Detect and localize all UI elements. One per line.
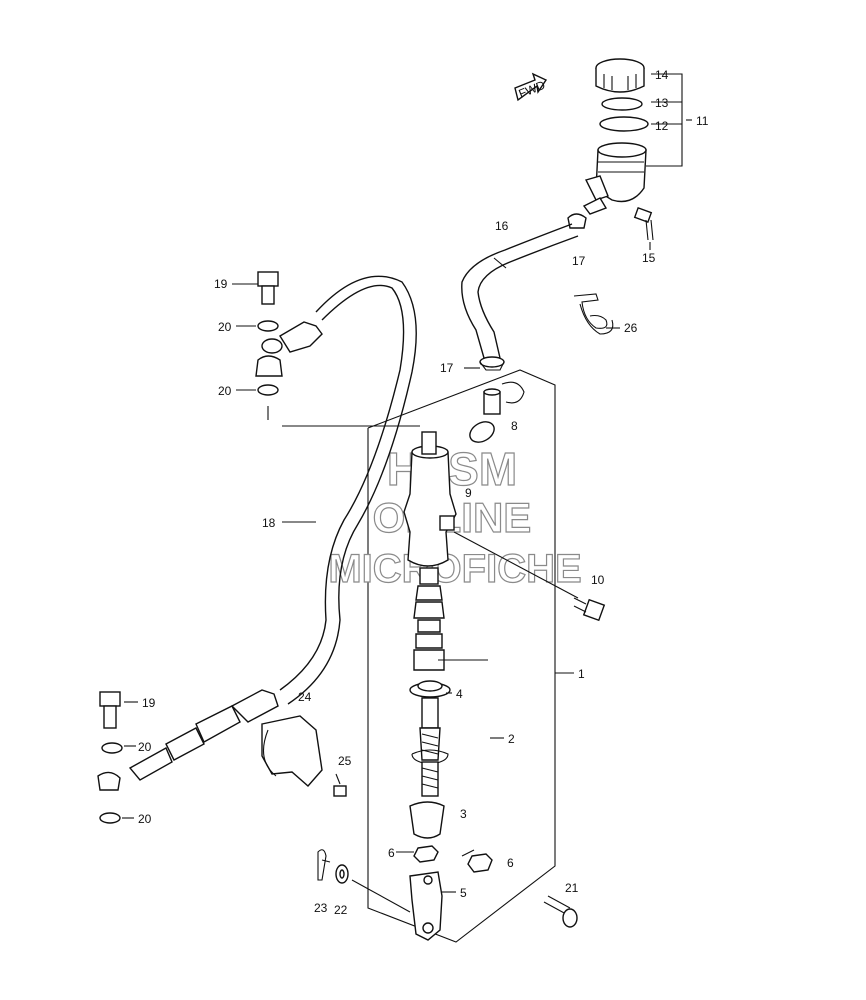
callout-16: 16 — [495, 219, 509, 233]
callout-13: 13 — [655, 96, 669, 110]
callout-20-c: 20 — [138, 740, 152, 754]
circlip — [501, 381, 525, 404]
callout-21: 21 — [565, 881, 579, 895]
banjo-fitting-upper — [255, 355, 283, 377]
pivot-bolt — [543, 895, 578, 928]
watermark-line3: MICROFICHE — [328, 547, 581, 591]
callout-25: 25 — [338, 754, 352, 768]
callout-23: 23 — [314, 901, 328, 915]
hose-clip — [573, 293, 614, 335]
threaded-rod — [421, 761, 439, 797]
reservoir-connector — [483, 388, 501, 415]
banjo-fitting-lower — [97, 771, 121, 791]
callout-11: 11 — [696, 114, 709, 128]
callout-6-right: 6 — [507, 856, 514, 870]
callout-20-b: 20 — [218, 384, 232, 398]
fwd-badge-label: FWD — [517, 78, 548, 101]
callout-20-a: 20 — [218, 320, 232, 334]
reservoir-plate — [601, 97, 643, 111]
brake-hose — [128, 275, 417, 781]
reservoir-body — [582, 142, 647, 215]
fwd-arrow-icon: FWD — [514, 72, 548, 102]
callout-19-upper: 19 — [214, 277, 228, 291]
watermark-line1: HLSM — [387, 443, 517, 495]
washer-lower-2 — [99, 812, 121, 824]
callout-12: 12 — [655, 119, 669, 133]
callout-18: 18 — [262, 516, 276, 530]
hose-guide — [261, 715, 323, 787]
cup-washer — [409, 680, 451, 698]
callout-20-d: 20 — [138, 812, 152, 826]
master-cylinder-body — [403, 431, 457, 567]
callout-3: 3 — [460, 807, 467, 821]
leader-lines — [122, 73, 692, 913]
reservoir-diaphragm — [599, 116, 649, 132]
callout-10: 10 — [591, 573, 605, 587]
callout-22: 22 — [334, 903, 348, 917]
pin-washer — [335, 864, 349, 884]
lock-nut-right — [467, 853, 493, 873]
callout-9: 9 — [465, 486, 472, 500]
hose-clamp-upper — [567, 213, 587, 229]
callout-8: 8 — [511, 419, 518, 433]
lock-nut-left — [413, 845, 439, 863]
banjo-bolt-upper — [257, 271, 279, 305]
callout-15: 15 — [642, 251, 656, 265]
push-rod — [419, 697, 441, 761]
callout-6-left: 6 — [388, 846, 395, 860]
washer-upper-2 — [257, 384, 279, 396]
callout-26: 26 — [624, 321, 638, 335]
washer-upper-1 — [257, 320, 279, 332]
dust-boot — [409, 801, 445, 839]
stop-ring — [411, 749, 449, 765]
reservoir-bolt — [633, 207, 654, 241]
callout-labels: 14 13 12 11 16 17 15 26 17 8 9 10 1 4 2 … — [138, 68, 709, 917]
cotter-pin — [317, 849, 331, 881]
washer-lower-1 — [101, 742, 123, 754]
callout-5: 5 — [460, 886, 467, 900]
callout-2: 2 — [508, 732, 515, 746]
callout-4: 4 — [456, 687, 463, 701]
guide-bolt — [333, 773, 347, 797]
callout-24: 24 — [298, 690, 312, 704]
o-ring-connector — [469, 421, 495, 443]
callout-17-lower: 17 — [440, 361, 454, 375]
banjo-bolt-lower — [99, 691, 121, 729]
piston-spring-assy — [413, 567, 445, 671]
callout-17-upper: 17 — [572, 254, 586, 268]
clevis-joint — [409, 871, 443, 941]
reservoir-cap — [595, 58, 645, 93]
callout-1: 1 — [578, 667, 585, 681]
hose-clamp-lower — [479, 356, 505, 371]
reservoir-hose — [461, 223, 579, 359]
assembly-outline — [367, 369, 556, 943]
mounting-bolt — [573, 597, 606, 622]
callout-14: 14 — [655, 68, 669, 82]
callout-19-lower: 19 — [142, 696, 156, 710]
